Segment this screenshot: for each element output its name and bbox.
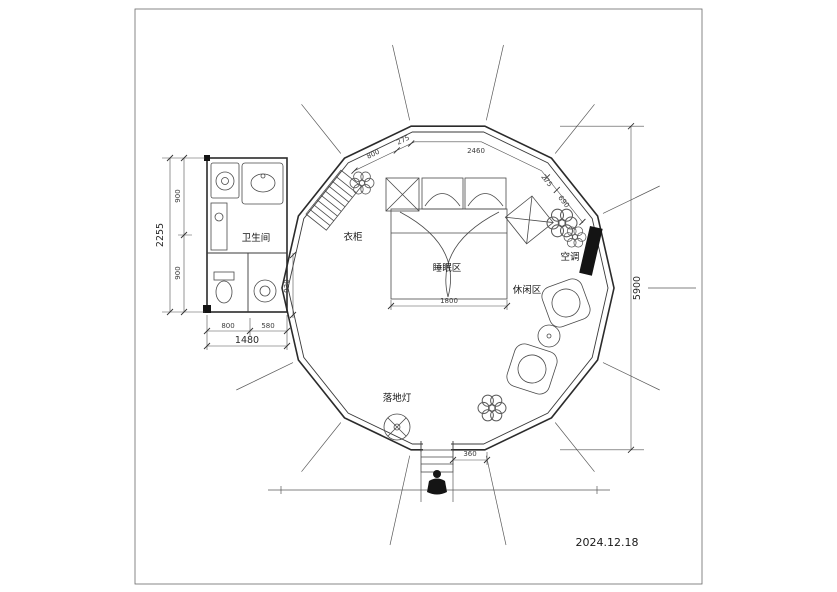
corner-cabinet [504,195,554,245]
column-mark [203,305,211,313]
dim-left-b: 900 [174,266,182,279]
round-table-icon [537,324,561,348]
leisure-area: 休闲区 [506,278,591,395]
round-table-center [546,333,552,339]
entrance [420,441,454,502]
dim-top-5: 690 [556,194,571,209]
dimension-lines [162,122,644,465]
pedestal-basin-icon [253,279,277,303]
wardrobe-label: 衣柜 [343,231,363,243]
dim-entrance: 360 [463,450,476,458]
dim-bed-width: 1800 [440,297,458,305]
armchair-icon [506,343,558,395]
person-icon [427,470,447,495]
plant-icon [349,171,375,195]
wardrobe-unit: 衣柜 [305,169,363,243]
armchair-icon [541,278,591,328]
dim-top-4: 275 [539,173,554,188]
dim-bottom-total: 1480 [235,335,259,346]
dim-top-1: 800 [365,148,381,161]
dim-bottom-b: 580 [261,322,274,330]
dim-top-3: 2460 [467,147,485,155]
floor-lamp: 落地灯 [383,392,412,441]
plant-icon [546,208,578,238]
radial-reference-lines [236,44,696,546]
ac-label: 空调 [560,251,579,263]
leisure-label: 休闲区 [513,284,542,296]
dim-left-total: 2255 [155,223,166,247]
dimension-ticks [166,122,635,464]
bed: 睡眠区 [390,208,508,300]
plant-icon [477,394,507,422]
bathroom-block: 卫生间 [203,155,288,313]
dim-bath-lower: 930 [283,279,291,292]
bathroom-label: 卫生间 [242,232,271,244]
dim-overall-diameter: 5900 [632,276,643,300]
door-opening [423,441,451,452]
structure-walls [281,125,615,451]
bath-cabinet-icon [210,202,228,251]
floor-lamp-label: 落地灯 [383,392,412,404]
date-stamp: 2024.12.18 [576,536,639,549]
column-mark [204,155,210,161]
sheet-border [134,8,703,585]
toilet-icon [213,271,235,304]
headboard-cabinets [385,177,554,245]
washer-icon [210,162,240,199]
dim-bottom-a: 800 [221,322,234,330]
sleeping-area-label: 睡眠区 [433,262,462,274]
dim-left-a: 900 [174,189,182,202]
air-conditioner: 空调 [560,226,603,276]
vanity-sink-icon [241,162,284,205]
